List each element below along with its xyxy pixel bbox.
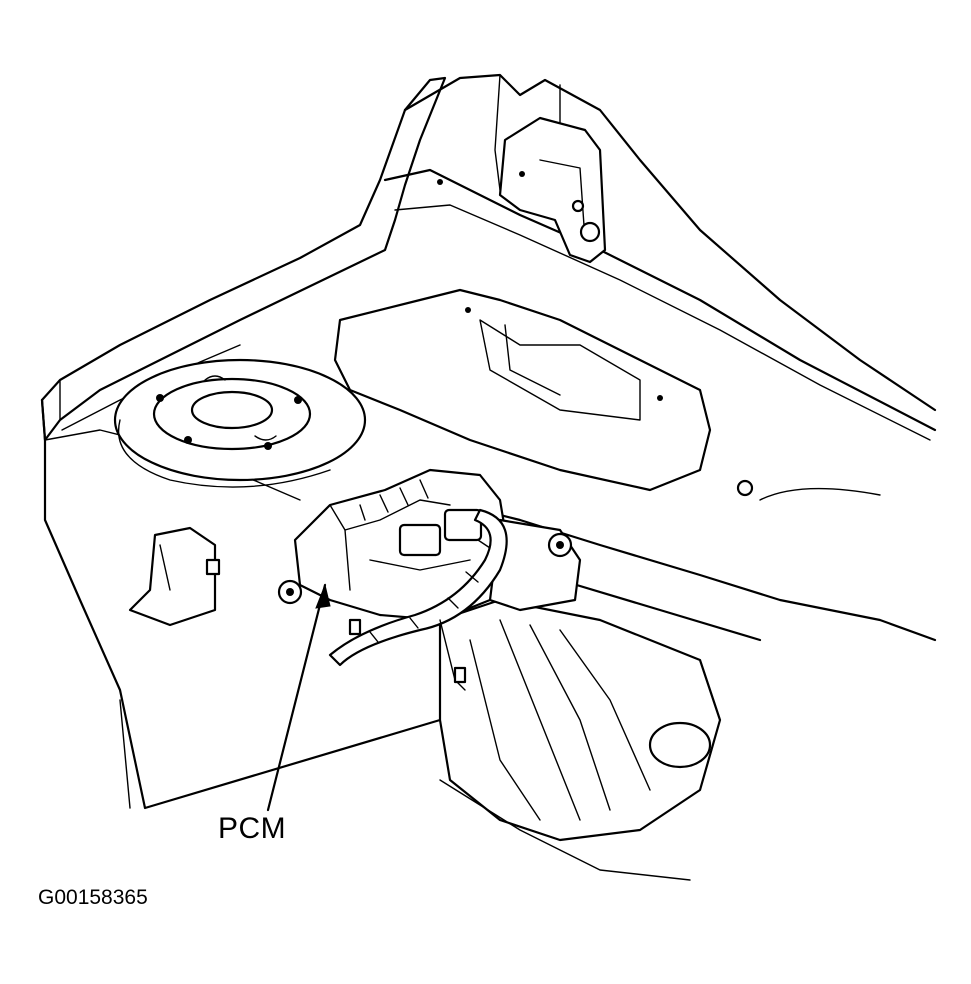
fender-bracket (128, 526, 221, 627)
wiring-harness (328, 508, 508, 691)
pcm-leader (266, 583, 331, 812)
figure-id: G00158365 (38, 886, 148, 909)
shock-tower (113, 358, 367, 488)
plenum-cavity (333, 288, 712, 492)
wheel-well (438, 598, 722, 881)
upper-bracket (437, 116, 607, 264)
pcm-callout-label: PCM (218, 812, 287, 845)
pcm-module (277, 468, 582, 622)
frame-rail (438, 479, 937, 642)
